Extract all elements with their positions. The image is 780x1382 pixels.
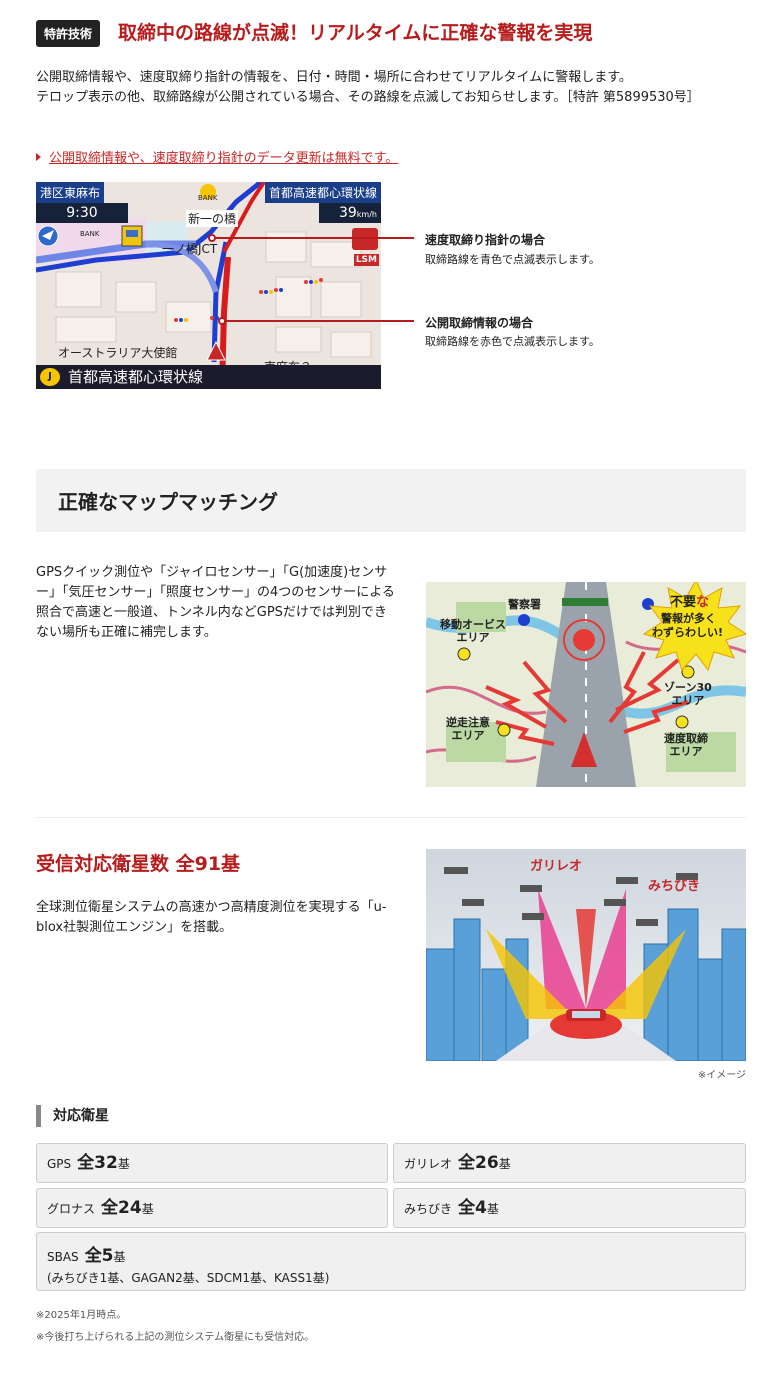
map-matching-graphic: [426, 582, 746, 787]
footnote-date: ※2025年1月時点。: [36, 1310, 127, 1321]
description-line: 公開取締情報や、速度取締り指針の情報を、日付・時間・場所に合わせてリアルタイムに…: [36, 70, 632, 85]
free-data-update-link[interactable]: 公開取締情報や、速度取締り指針のデータ更新は無料です。: [36, 147, 398, 166]
satellite-unit: 基: [498, 1157, 511, 1171]
link-arrow-icon: [36, 153, 41, 161]
satellite-name: SBAS: [47, 1250, 79, 1264]
satellite-cell-gps: GPS 全32基: [36, 1143, 388, 1183]
section-title-realtime-alert: 取締中の路線が点滅！リアルタイムに正確な警報を実現: [118, 22, 593, 44]
map2-label-orbis: 移動オービスエリア: [440, 618, 506, 644]
orbis-line: 移動オービス: [440, 618, 506, 631]
map-speed: 39km/h: [319, 203, 381, 223]
callout-text-public-enforcement: 取締路線を赤色で点滅表示します。: [425, 335, 600, 348]
road-name-bottom-text: 首都高速都心環状線: [68, 368, 204, 386]
navigation-map-screenshot: 港区東麻布 9:30 首都高速都心環状線 39km/h BANK BANK 新一…: [36, 182, 381, 389]
speed-value: 39: [338, 205, 357, 221]
patent-badge: 特許技術: [36, 20, 101, 47]
image-note: ※イメージ: [697, 1070, 746, 1081]
wrong-way-line: 逆走注意: [446, 716, 490, 729]
callout-dot-red: [218, 317, 226, 325]
map2-label-speed-trap: 速度取締エリア: [664, 732, 708, 758]
free-data-update-link-text: 公開取締情報や、速度取締り指針のデータ更新は無料です。: [49, 151, 399, 166]
satellite-unit: 基: [486, 1202, 499, 1216]
satellite-unit: 基: [141, 1202, 154, 1216]
satellite-unit: 基: [117, 1157, 130, 1171]
satellite-name: GPS: [47, 1157, 72, 1171]
section-title-map-matching: 正確なマップマッチング: [58, 490, 278, 514]
map-bank-label: BANK: [80, 230, 100, 238]
callout-title-speed-guideline: 速度取締り指針の場合: [425, 233, 546, 247]
satellite-count: 全5: [84, 1246, 114, 1266]
warning-particle: な: [696, 595, 710, 610]
satellite-name: ガリレオ: [404, 1157, 453, 1171]
sbas-detail: (みちびき1基、GAGAN2基、SDCM1基、KASS1基): [47, 1271, 330, 1285]
map-matching-header: 正確なマップマッチング: [36, 469, 746, 532]
satellite-count: 全26: [458, 1153, 499, 1173]
satellite-cell-sbas: SBAS 全5基 (みちびき1基、GAGAN2基、SDCM1基、KASS1基): [36, 1232, 746, 1291]
callout-text-speed-guideline: 取締路線を青色で点滅表示します。: [425, 253, 600, 266]
satellite-cell-glonass: グロナス全24基: [36, 1188, 388, 1228]
zone30-line: エリア: [671, 694, 705, 707]
zone30-line: ゾーン30: [664, 681, 712, 694]
satellite-name: みちびき: [404, 1202, 453, 1216]
satellites-description: 全球測位衛星システムの高速かつ高精度測位を実現する「u-blox社製測位エンジン…: [36, 900, 387, 935]
map-matching-description: GPSクイック測位や「ジャイロセンサー」「G(加速度)センサー」「気圧センサー」…: [36, 565, 395, 640]
orbis-line: エリア: [456, 631, 490, 644]
map2-label-police: 警察署: [508, 598, 541, 611]
supported-satellites-heading: 対応衛星: [36, 1105, 109, 1127]
wrong-way-line: エリア: [451, 729, 485, 742]
map-label-crossing: 新一の橋: [186, 210, 239, 227]
section-divider: [36, 817, 746, 818]
satellite-count: 全24: [101, 1198, 142, 1218]
speed-trap-line: エリア: [669, 745, 703, 758]
callout-title-public-enforcement: 公開取締情報の場合: [425, 316, 534, 330]
map-road-name-bottom: J 首都高速都心環状線: [36, 365, 381, 389]
callout-line-blue: [212, 237, 414, 239]
section-title-satellites: 受信対応衛星数 全91基: [36, 853, 241, 875]
satellite-illustration: ガリレオ みちびき: [426, 849, 746, 1061]
description-line: テロップ表示の他、取締路線が公開されている場合、その路線を点滅してお知らせします…: [36, 90, 700, 105]
satellite-cell-michibiki: みちびき全4基: [393, 1188, 746, 1228]
satellite-count: 全32: [77, 1153, 118, 1173]
map-bank-label: BANK: [198, 194, 218, 202]
map2-warning-line3: わずらわしい!: [652, 626, 724, 639]
satellite-label-michibiki: みちびき: [648, 879, 701, 894]
map-current-place: 港区東麻布: [36, 182, 105, 203]
satellite-graphic: [426, 849, 746, 1061]
map-lsm-badge: LSM: [353, 254, 379, 266]
warning-word: 不要: [670, 595, 697, 610]
satellite-unit: 基: [113, 1250, 126, 1264]
map2-warning-line1: 不要な: [670, 596, 709, 609]
callout-line-red: [222, 320, 414, 322]
speed-unit: km/h: [356, 210, 377, 219]
map-label-jct: 一ノ橋JCT: [162, 242, 218, 256]
map2-warning-line2: 警報が多く: [661, 612, 716, 625]
map-road-name-top: 首都高速都心環状線: [264, 182, 381, 203]
map-label-embassy: オーストラリア大使館: [58, 346, 178, 360]
satellite-label-galileo: ガリレオ: [530, 859, 583, 874]
map2-label-wrong-way: 逆走注意エリア: [446, 716, 490, 742]
speed-trap-line: 速度取締: [664, 732, 708, 745]
satellite-name: グロナス: [47, 1202, 96, 1216]
realtime-alert-description: 公開取締情報や、速度取締り指針の情報を、日付・時間・場所に合わせてリアルタイムに…: [36, 68, 736, 108]
callout-dot-blue: [208, 234, 216, 242]
satellite-cell-galileo: ガリレオ全26基: [393, 1143, 746, 1183]
satellite-count: 全4: [458, 1198, 487, 1218]
road-guide-icon: J: [40, 368, 60, 386]
footnote-future-support: ※今後打ち上げられる上記の測位システム衛星にも受信対応。: [36, 1332, 315, 1343]
map-clock: 9:30: [36, 203, 128, 223]
